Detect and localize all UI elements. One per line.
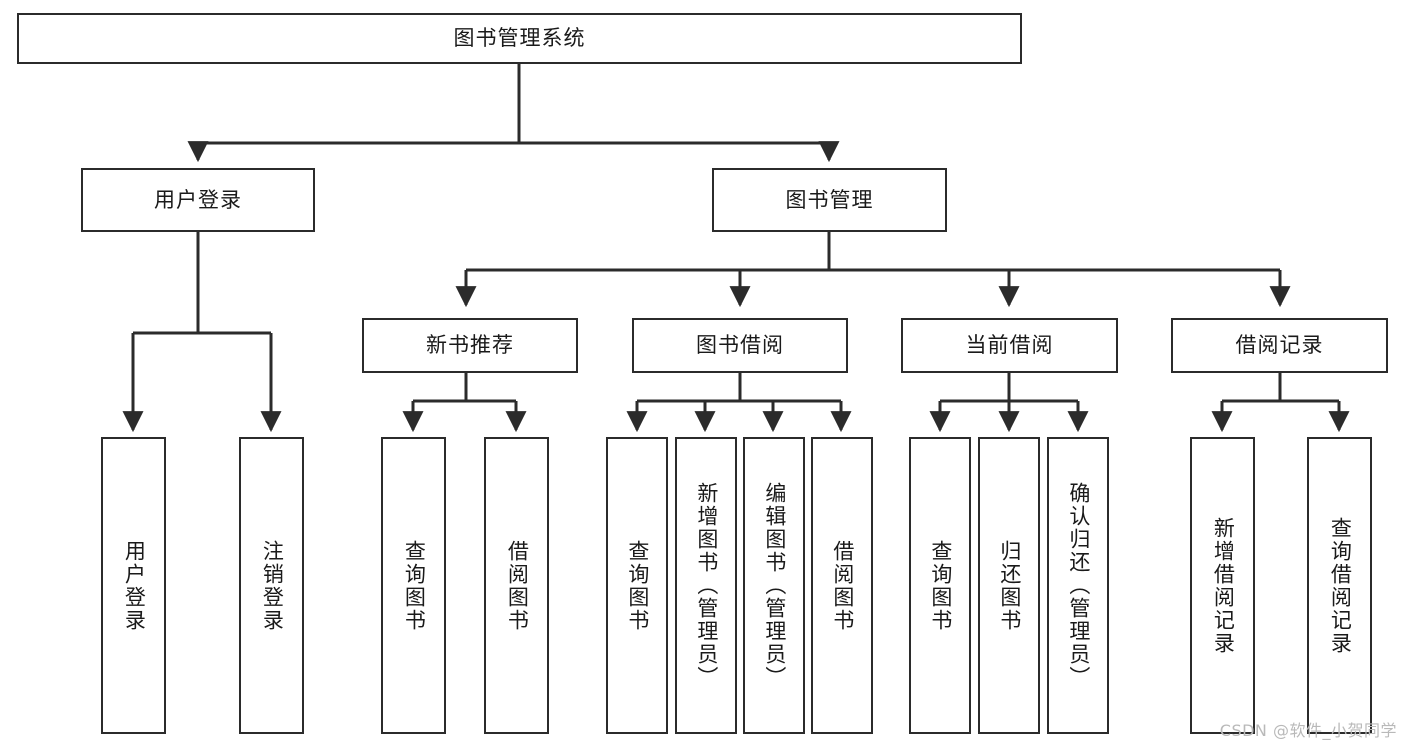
node-user-login[interactable]: 用户登录 [81, 168, 315, 232]
leaf-query-book-2[interactable]: 查询图书 [606, 437, 668, 734]
leaf-edit-book[interactable]: 编辑图书（管理员） [743, 437, 805, 734]
leaf-logout-login-label: 注销登录 [260, 539, 285, 632]
leaf-query-book-3[interactable]: 查询图书 [909, 437, 971, 734]
node-root-label: 图书管理系统 [453, 26, 586, 51]
node-current-borrow[interactable]: 当前借阅 [901, 318, 1118, 373]
leaf-confirm-return-label: 确认归还（管理员） [1066, 482, 1091, 689]
leaf-borrow-book-2-label: 借阅图书 [830, 539, 855, 632]
leaf-query-book-3-label: 查询图书 [928, 539, 953, 632]
leaf-query-record[interactable]: 查询借阅记录 [1307, 437, 1372, 734]
leaf-return-book-label: 归还图书 [997, 539, 1022, 632]
leaf-add-record-label: 新增借阅记录 [1211, 516, 1236, 655]
leaf-borrow-book-1[interactable]: 借阅图书 [484, 437, 549, 734]
node-new-book-recommend-label: 新书推荐 [426, 333, 514, 358]
leaf-add-record[interactable]: 新增借阅记录 [1190, 437, 1255, 734]
node-new-book-recommend[interactable]: 新书推荐 [362, 318, 578, 373]
csdn-watermark: CSDN @软件_小贺同学 [1219, 721, 1397, 740]
leaf-query-book-1[interactable]: 查询图书 [381, 437, 446, 734]
leaf-return-book[interactable]: 归还图书 [978, 437, 1040, 734]
leaf-borrow-book-2[interactable]: 借阅图书 [811, 437, 873, 734]
leaf-logout-login[interactable]: 注销登录 [239, 437, 304, 734]
leaf-add-book-label: 新增图书（管理员） [694, 482, 719, 689]
leaf-query-record-label: 查询借阅记录 [1328, 516, 1353, 655]
node-borrow-record-label: 借阅记录 [1235, 333, 1324, 358]
leaf-user-login-label: 用户登录 [122, 539, 147, 632]
node-root[interactable]: 图书管理系统 [17, 13, 1022, 64]
leaf-edit-book-label: 编辑图书（管理员） [762, 482, 787, 689]
leaf-borrow-book-1-label: 借阅图书 [505, 539, 530, 632]
leaf-confirm-return[interactable]: 确认归还（管理员） [1047, 437, 1109, 734]
node-book-manage-label: 图书管理 [785, 187, 874, 212]
leaf-add-book[interactable]: 新增图书（管理员） [675, 437, 737, 734]
node-book-borrow-label: 图书借阅 [696, 333, 784, 358]
node-book-borrow[interactable]: 图书借阅 [632, 318, 848, 373]
leaf-user-login[interactable]: 用户登录 [101, 437, 166, 734]
leaf-query-book-2-label: 查询图书 [625, 539, 650, 632]
leaf-query-book-1-label: 查询图书 [402, 539, 427, 632]
node-current-borrow-label: 当前借阅 [965, 333, 1054, 358]
node-user-login-label: 用户登录 [154, 187, 242, 212]
node-book-manage[interactable]: 图书管理 [712, 168, 947, 232]
node-borrow-record[interactable]: 借阅记录 [1171, 318, 1388, 373]
